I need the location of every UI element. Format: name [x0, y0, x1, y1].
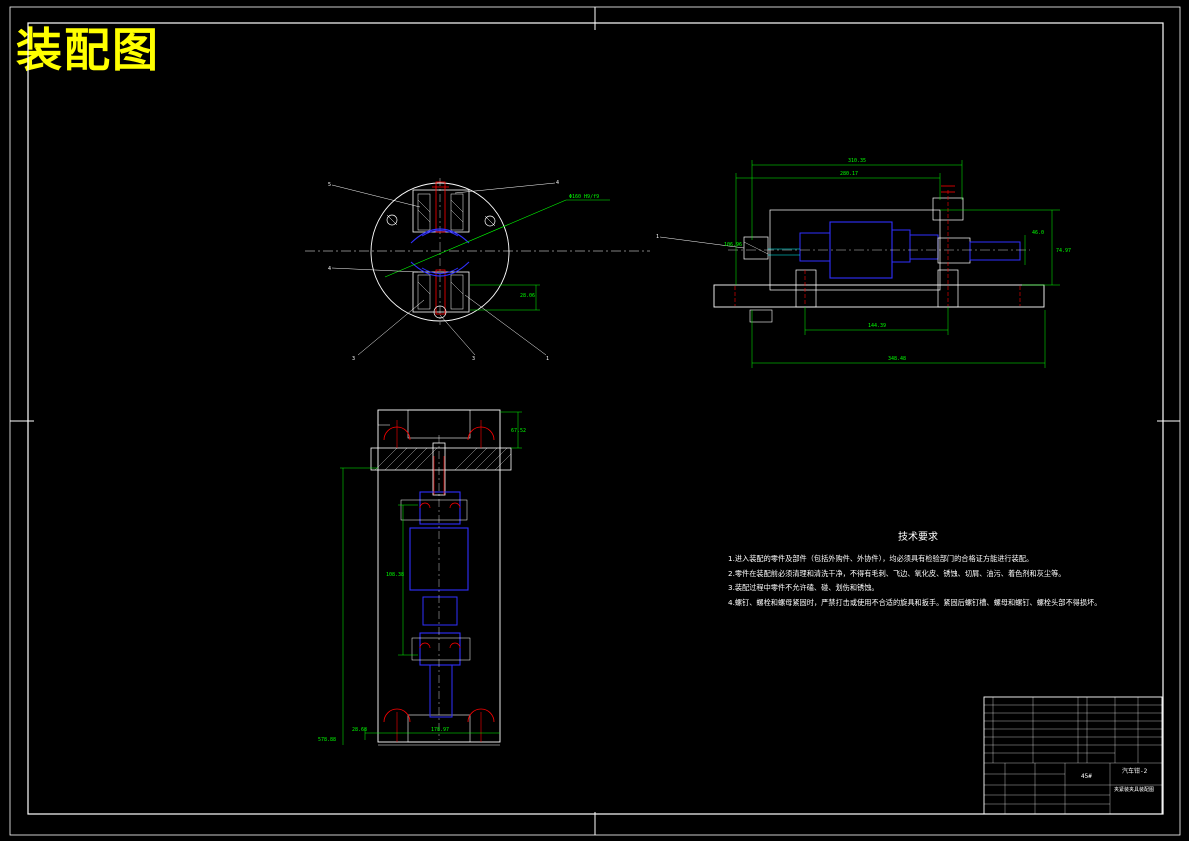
title-block-text: 45# 汽车钳-2 夹紧装夹具装配图 [1081, 767, 1154, 793]
dimension-text: 348.48 [888, 356, 906, 362]
sheet-frame [9, 6, 1181, 836]
dimension-text: 28.06 [520, 293, 535, 299]
leader-label: 1 [546, 356, 549, 362]
leader-label: 5 [328, 182, 331, 188]
drawing-title: 装配图 [16, 23, 160, 77]
leader-label: 1 [656, 234, 659, 240]
section-view-dims: Φ160 H9/f9 28.06 [520, 194, 599, 299]
dimension-text: 144.39 [868, 323, 886, 329]
side-view-dims: 310.35 280.17 46.0 74.97 106.96 144.39 3… [724, 158, 1071, 362]
tech-requirement-item: 1.进入装配的零件及部件（包括外购件、外协件），均必须具有检验部门的合格证方能进… [728, 554, 1034, 563]
tech-requirement-item: 2.零件在装配前必须清理和清洗干净，不得有毛刺、飞边、氧化皮、锈蚀、切屑、油污、… [728, 568, 1066, 578]
tech-requirements-title: 技术要求 [898, 532, 938, 543]
leader-label: 4 [328, 266, 331, 272]
dimension-text: 310.35 [848, 158, 866, 164]
tech-requirement-item: 4.螺钉、螺栓和螺母紧固时，严禁打击或使用不合适的旋具和扳手。紧固后螺钉槽、螺母… [728, 597, 1102, 607]
tech-requirement-item: 3.装配过程中零件不允许磕、碰、划伤和锈蚀。 [728, 583, 879, 592]
title-block [983, 696, 1163, 815]
dimension-text: 106.96 [724, 242, 742, 248]
dimension-text: 178.97 [431, 727, 449, 733]
tech-requirements: 技术要求 1.进入装配的零件及部件（包括外购件、外协件），均必须具有检验部门的合… [728, 528, 1108, 610]
dimension-text: 74.97 [1056, 248, 1071, 254]
dimension-text: 578.88 [318, 737, 336, 743]
section-view-labels: 5 4 4 3 3 1 [328, 180, 559, 362]
dimension-text: 108.38 [386, 572, 404, 578]
section-view [305, 178, 650, 356]
front-view [340, 409, 522, 746]
drawing-number: 汽车钳-2 [1122, 767, 1148, 775]
leader-label: 3 [472, 356, 475, 362]
drawing-name: 夹紧装夹具装配图 [1114, 786, 1154, 793]
dimension-text: 46.0 [1032, 230, 1044, 236]
leader-label: 3 [352, 356, 355, 362]
dimension-text: 28.68 [352, 727, 367, 733]
leader-label: 4 [556, 180, 559, 186]
scale-cell: 45# [1081, 773, 1092, 780]
front-view-dims: 67.52 108.38 178.97 28.68 578.88 [318, 428, 526, 743]
dimension-text: 67.52 [511, 428, 526, 434]
side-view-labels: 1 [656, 234, 659, 240]
dimension-text: Φ160 H9/f9 [569, 194, 599, 200]
side-view [659, 160, 1060, 368]
dimension-text: 280.17 [840, 171, 858, 177]
